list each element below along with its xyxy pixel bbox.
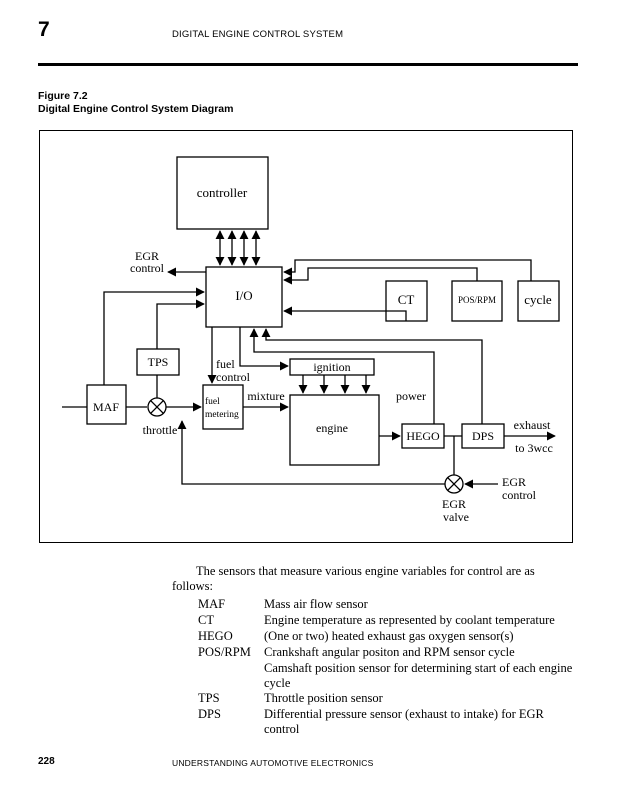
label-fuel-metering-2: metering [205,410,239,420]
footer-book-title: UNDERSTANDING AUTOMOTIVE ELECTRONICS [172,758,374,768]
label-cycle: cycle [524,292,552,307]
controller-box [176,156,269,230]
io-box [205,266,283,328]
maf-box [86,384,127,425]
label-dps: DPS [472,429,494,443]
label-pos-rpm: POS/RPM [458,295,496,305]
sensor-abbr: TPS [198,691,220,705]
sensor-abbr: HEGO [198,629,233,643]
sensor-abbr: POS/RPM [198,645,251,659]
label-power: power [396,389,426,403]
sensor-desc: (One or two) heated exhaust gas oxygen s… [264,629,514,643]
egr-return-line [177,420,445,485]
figure-number: Figure 7.2 [38,90,88,102]
pos-rpm-signal-line [283,267,478,285]
label-mixture: mixture [247,389,284,403]
tps-signal-line [156,299,205,349]
label-controller: controller [197,185,248,200]
io-ignition-line [239,327,289,371]
maf-signal-line [103,287,205,385]
sensor-abbr: DPS [198,707,221,721]
intro-paragraph: The sensors that measure various engine … [172,564,572,594]
cycle-signal-line [283,259,532,281]
sensor-desc: Throttle position sensor [264,691,383,705]
label-egr-control-right-2: control [502,488,537,502]
label-exhaust: exhaust [514,418,551,432]
chapter-number: 7 [38,18,50,41]
sensor-desc: Differential pressure sensor (exhaust to… [264,707,544,736]
sensor-abbr: MAF [198,597,226,611]
label-egr-valve-2: valve [443,510,469,524]
fuel-metering-box [202,384,244,430]
ct-signal-line [283,306,407,321]
label-hego: HEGO [406,429,440,443]
label-fuel-control-1: fuel [216,357,235,371]
label-fuel-metering-1: fuel [205,396,220,407]
running-head: DIGITAL ENGINE CONTROL SYSTEM [172,29,344,40]
label-engine: engine [316,421,348,435]
dps-signal-line [261,328,483,424]
label-tps: TPS [148,355,169,369]
figure-title: Digital Engine Control System Diagram [38,103,234,115]
engine-box [289,394,380,466]
label-throttle: throttle [143,423,178,437]
label-ct: CT [398,292,415,307]
label-egr-control-right-1: EGR [502,475,526,489]
sensor-desc: Camshaft position sensor for determining… [264,661,573,690]
label-egr-control-top-2: control [130,261,165,275]
diagram-frame [39,130,573,543]
cycle-box [517,280,560,322]
sensor-desc: Mass air flow sensor [264,597,368,611]
label-to-3wcc: to 3wcc [515,441,553,455]
page-number: 228 [38,756,55,767]
label-fuel-control-2: control [216,370,251,384]
header-rule [38,63,578,66]
sensor-abbr: CT [198,613,214,627]
ignition-box [289,358,375,376]
sensor-desc: Engine temperature as represented by coo… [264,613,555,627]
label-maf: MAF [93,400,119,414]
label-egr-control-top-1: EGR [135,249,159,263]
hego-signal-line [249,328,435,424]
label-io: I/O [235,288,252,303]
intro-text: The sensors that measure various engine … [172,564,535,593]
label-ignition: ignition [313,360,350,374]
tps-box [136,348,180,376]
sensor-desc: Crankshaft angular positon and RPM senso… [264,645,515,659]
label-egr-valve-1: EGR [442,497,466,511]
